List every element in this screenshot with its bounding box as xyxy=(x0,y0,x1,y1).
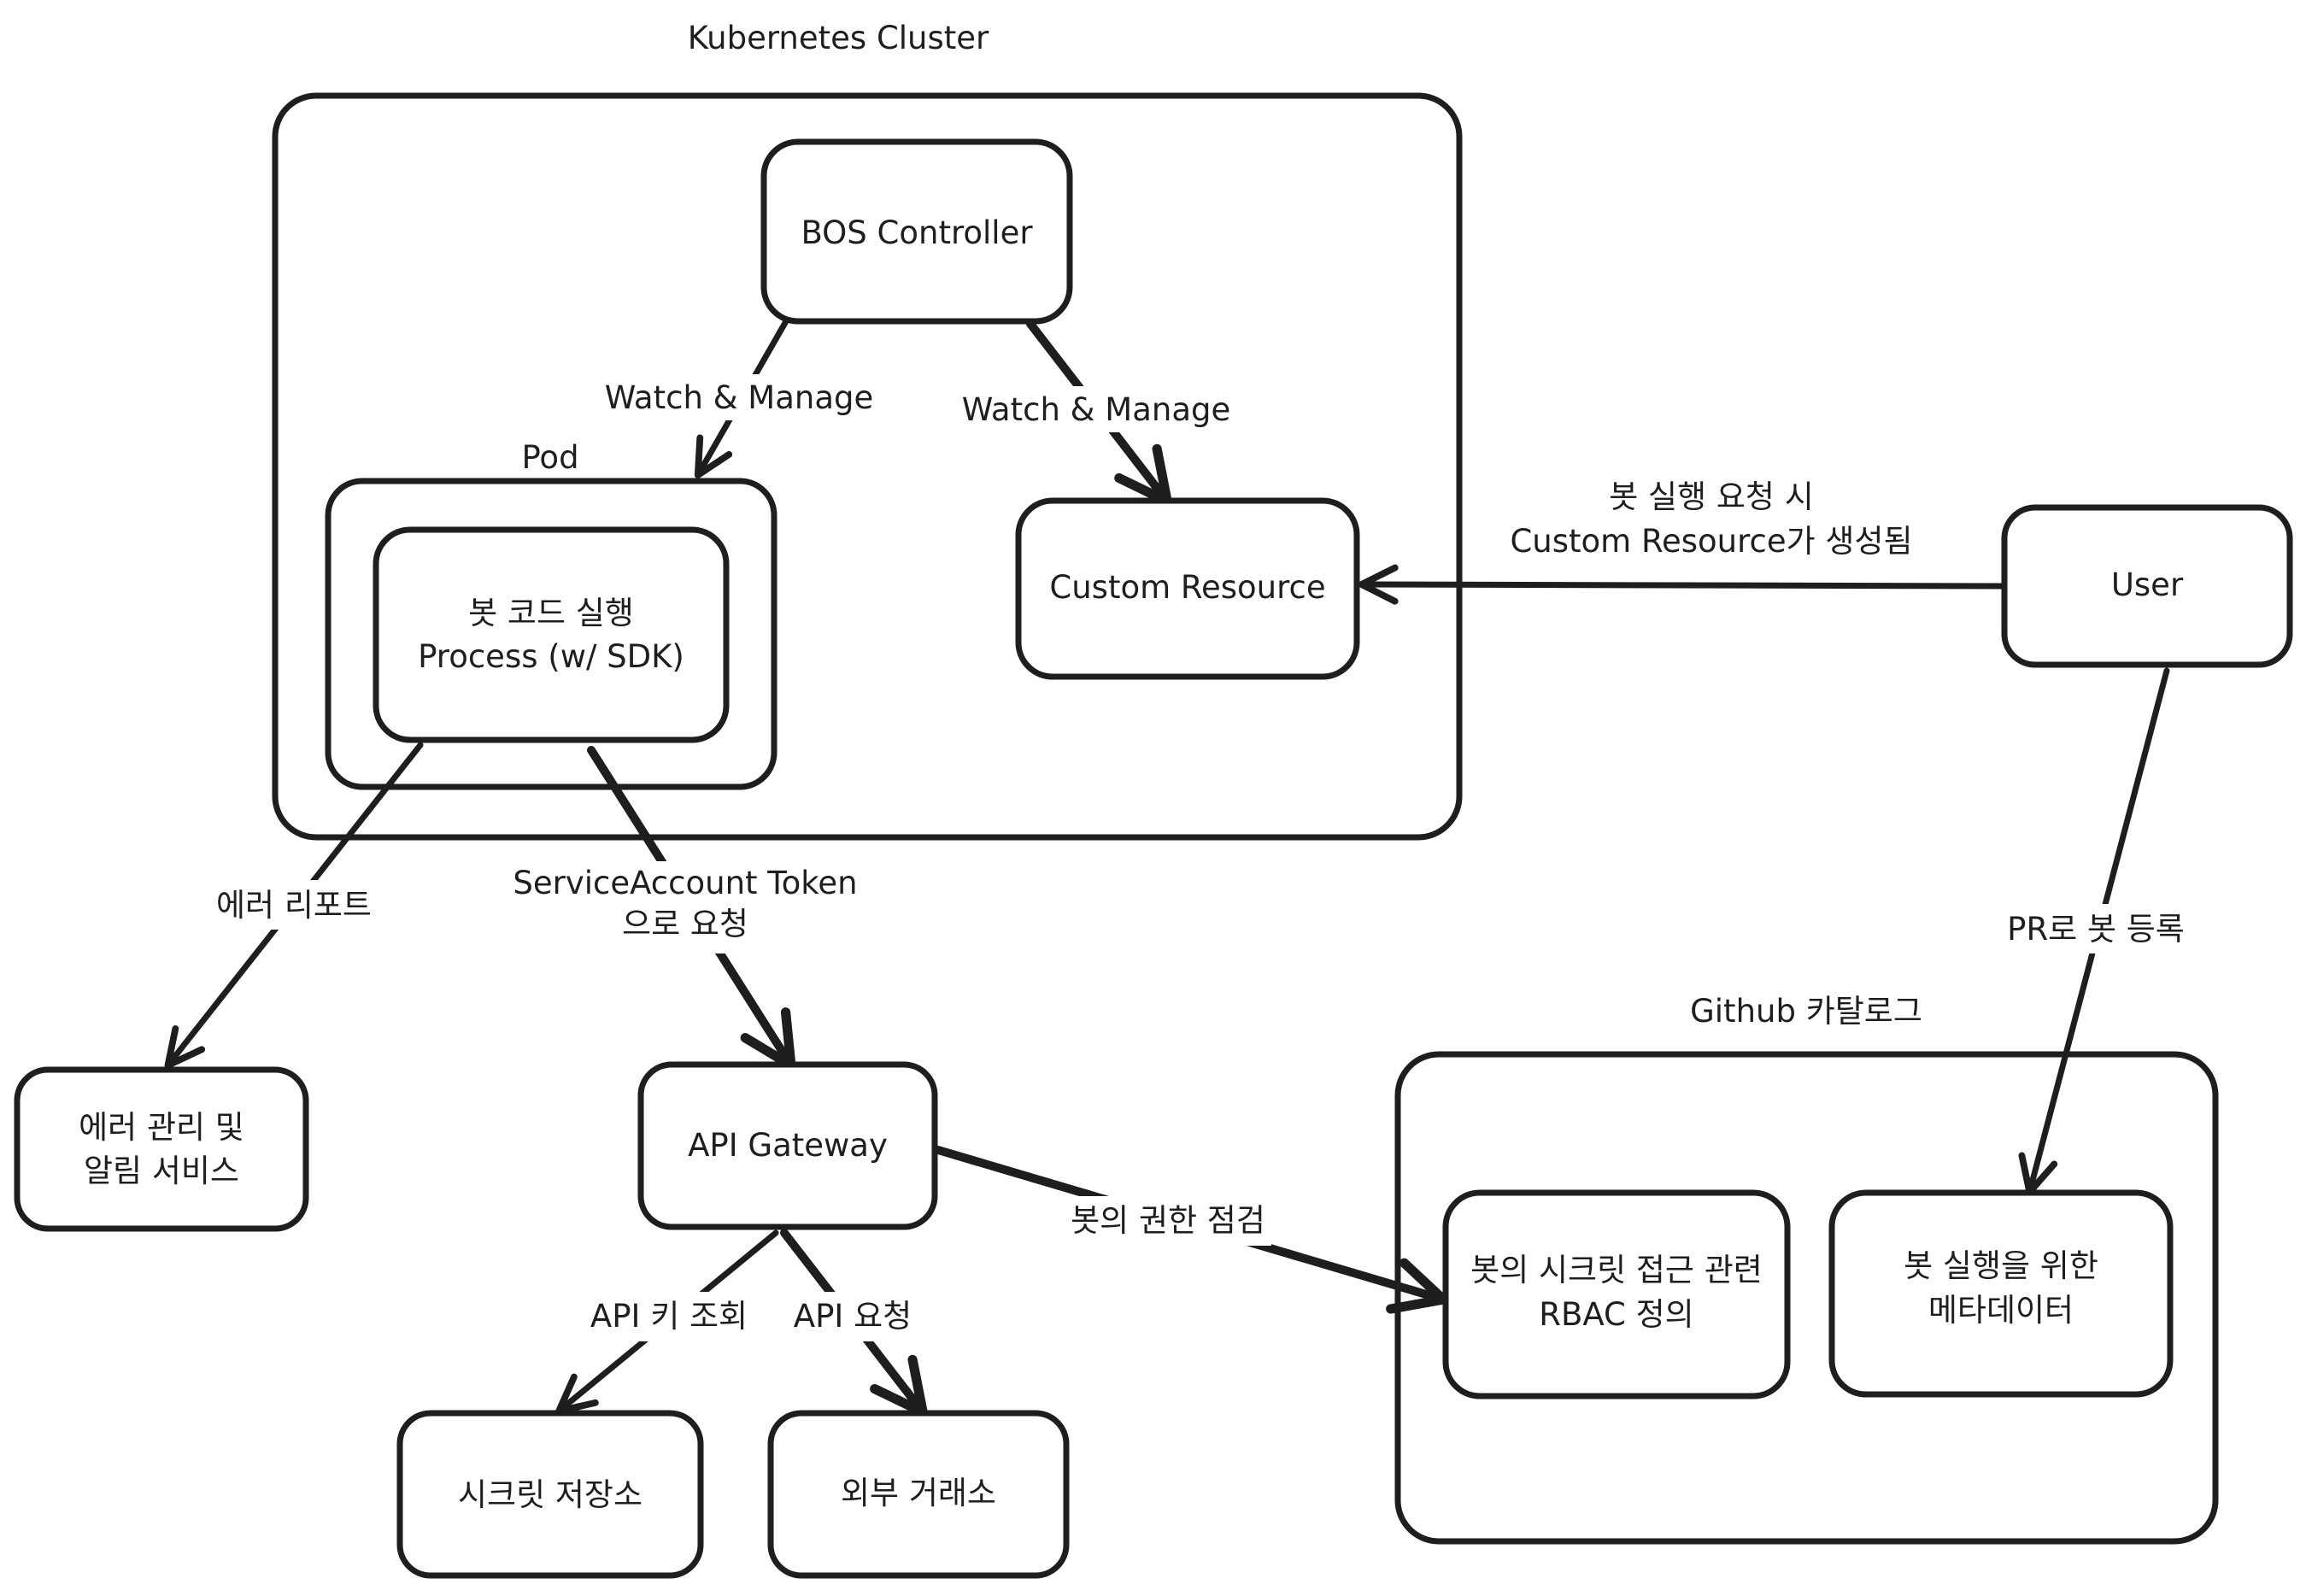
node-secret-store[interactable]: 시크릿 저장소 xyxy=(396,1410,704,1579)
node-rbac-definition-label-line2: RBAC 정의 xyxy=(1539,1296,1693,1333)
node-bot-process-label-line1: 봇 코드 실행 xyxy=(468,595,634,631)
edge-user-to-custom-resource xyxy=(1358,564,2008,605)
node-custom-resource[interactable]: Custom Resource xyxy=(1015,497,1360,680)
node-bot-metadata-label-line1: 봇 실행을 위한 xyxy=(1904,1247,2098,1284)
pod-frame xyxy=(325,478,777,790)
node-bot-process-label-line2: Process (w/ SDK) xyxy=(418,638,684,675)
edge-label-bg xyxy=(598,374,880,420)
node-api-gateway[interactable]: API Gateway xyxy=(637,1061,938,1230)
edge-label-bg xyxy=(784,1292,921,1341)
node-bot-process[interactable]: 봇 코드 실행 Process (w/ SDK) xyxy=(373,526,730,743)
node-api-gateway-label: API Gateway xyxy=(688,1127,888,1164)
node-bot-metadata[interactable]: 봇 실행을 위한 메타데이터 xyxy=(1828,1189,2174,1398)
node-rbac-definition[interactable]: 봇의 시크릿 접근 관련 RBAC 정의 xyxy=(1442,1189,1791,1399)
edge-label-sa-token-line2: 으로 요청 xyxy=(622,906,748,942)
node-error-service[interactable]: 에러 관리 및 알림 서비스 xyxy=(14,1066,309,1232)
node-user[interactable]: User xyxy=(2001,504,2293,668)
node-bos-controller-label: BOS Controller xyxy=(801,214,1033,251)
edge-label-watch-manage-pod: Watch & Manage xyxy=(605,379,874,416)
edge-label-api-key-lookup: API 키 조회 xyxy=(590,1298,748,1335)
edge-label-bg xyxy=(581,1292,757,1341)
pod-title: Pod xyxy=(521,439,578,476)
edge-label-sa-token-line1: ServiceAccount Token xyxy=(513,865,857,901)
edge-label-error-report: 에러 리포트 xyxy=(216,887,372,924)
edge-label-bg xyxy=(203,880,384,930)
node-bot-metadata-label-line2: 메타데이터 xyxy=(1928,1292,2074,1329)
edge-label-watch-manage-cr: Watch & Manage xyxy=(962,391,1231,428)
edge-label-user-to-cr-line2: Custom Resource가 생성됨 xyxy=(1510,523,1912,560)
edge-label-api-request: API 요청 xyxy=(794,1298,912,1335)
node-external-exchange[interactable]: 외부 거래소 xyxy=(767,1410,1070,1579)
edge-label-permission-check: 봇의 권한 점검 xyxy=(1071,1202,1265,1239)
node-bos-controller[interactable]: BOS Controller xyxy=(760,138,1073,325)
edge-label-bg xyxy=(1065,1196,1271,1246)
github-catalog-title: Github 카탈로그 xyxy=(1690,993,1922,1030)
node-error-service-label-line2: 알림 서비스 xyxy=(84,1153,239,1189)
edge-label-pr-register: PR로 봇 등록 xyxy=(2007,911,2185,948)
edge-label-bg xyxy=(509,861,861,953)
node-user-label: User xyxy=(2111,566,2184,603)
edge-label-bg xyxy=(955,386,1237,432)
node-external-exchange-label: 외부 거래소 xyxy=(841,1475,996,1511)
kubernetes-cluster-title: Kubernetes Cluster xyxy=(688,20,989,56)
node-error-service-label-line1: 에러 관리 및 xyxy=(79,1109,244,1146)
edge-label-user-to-cr-line1: 봇 실행 요청 시 xyxy=(1609,478,1814,515)
node-rbac-definition-label-line1: 봇의 시크릿 접근 관련 xyxy=(1470,1252,1763,1288)
kubernetes-cluster-frame xyxy=(272,92,1463,841)
node-custom-resource-label: Custom Resource xyxy=(1049,569,1325,606)
node-secret-store-label: 시크릿 저장소 xyxy=(458,1476,643,1513)
edge-label-bg xyxy=(1999,904,2192,953)
